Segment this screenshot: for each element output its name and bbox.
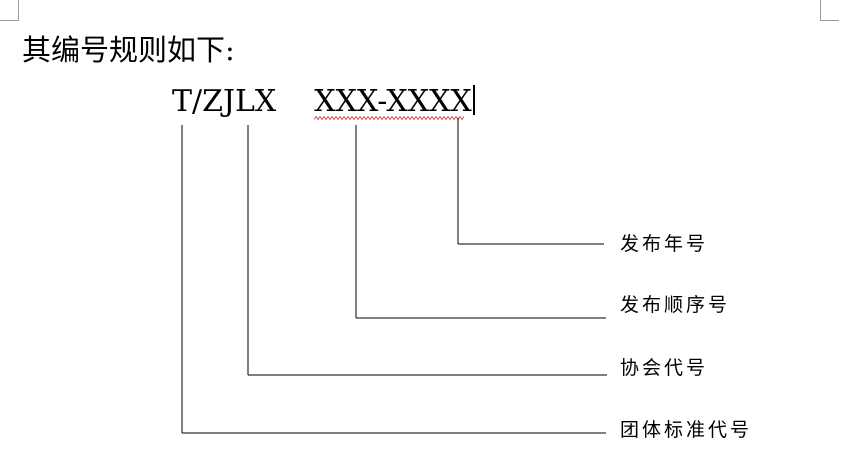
page-margin-mark-right xyxy=(820,0,839,21)
code-line[interactable]: T/ZJLX XXX-XXXX xyxy=(172,82,475,122)
text-caret xyxy=(472,85,475,115)
label-release-year: 发布年号 xyxy=(620,233,709,255)
label-group-standard-code: 团体标准代号 xyxy=(620,419,753,441)
rule-heading: 其编号规则如下: xyxy=(22,33,235,67)
label-association-code: 协会代号 xyxy=(620,357,709,379)
page-margin-mark-left xyxy=(0,0,19,21)
label-release-sequence: 发布顺序号 xyxy=(620,294,731,316)
spellcheck-underline xyxy=(314,116,465,120)
code-prefix: T/ZJLX xyxy=(172,84,277,119)
code-number: XXX-XXXX xyxy=(314,84,472,119)
code-number-wrapper: XXX-XXXX xyxy=(314,82,472,122)
